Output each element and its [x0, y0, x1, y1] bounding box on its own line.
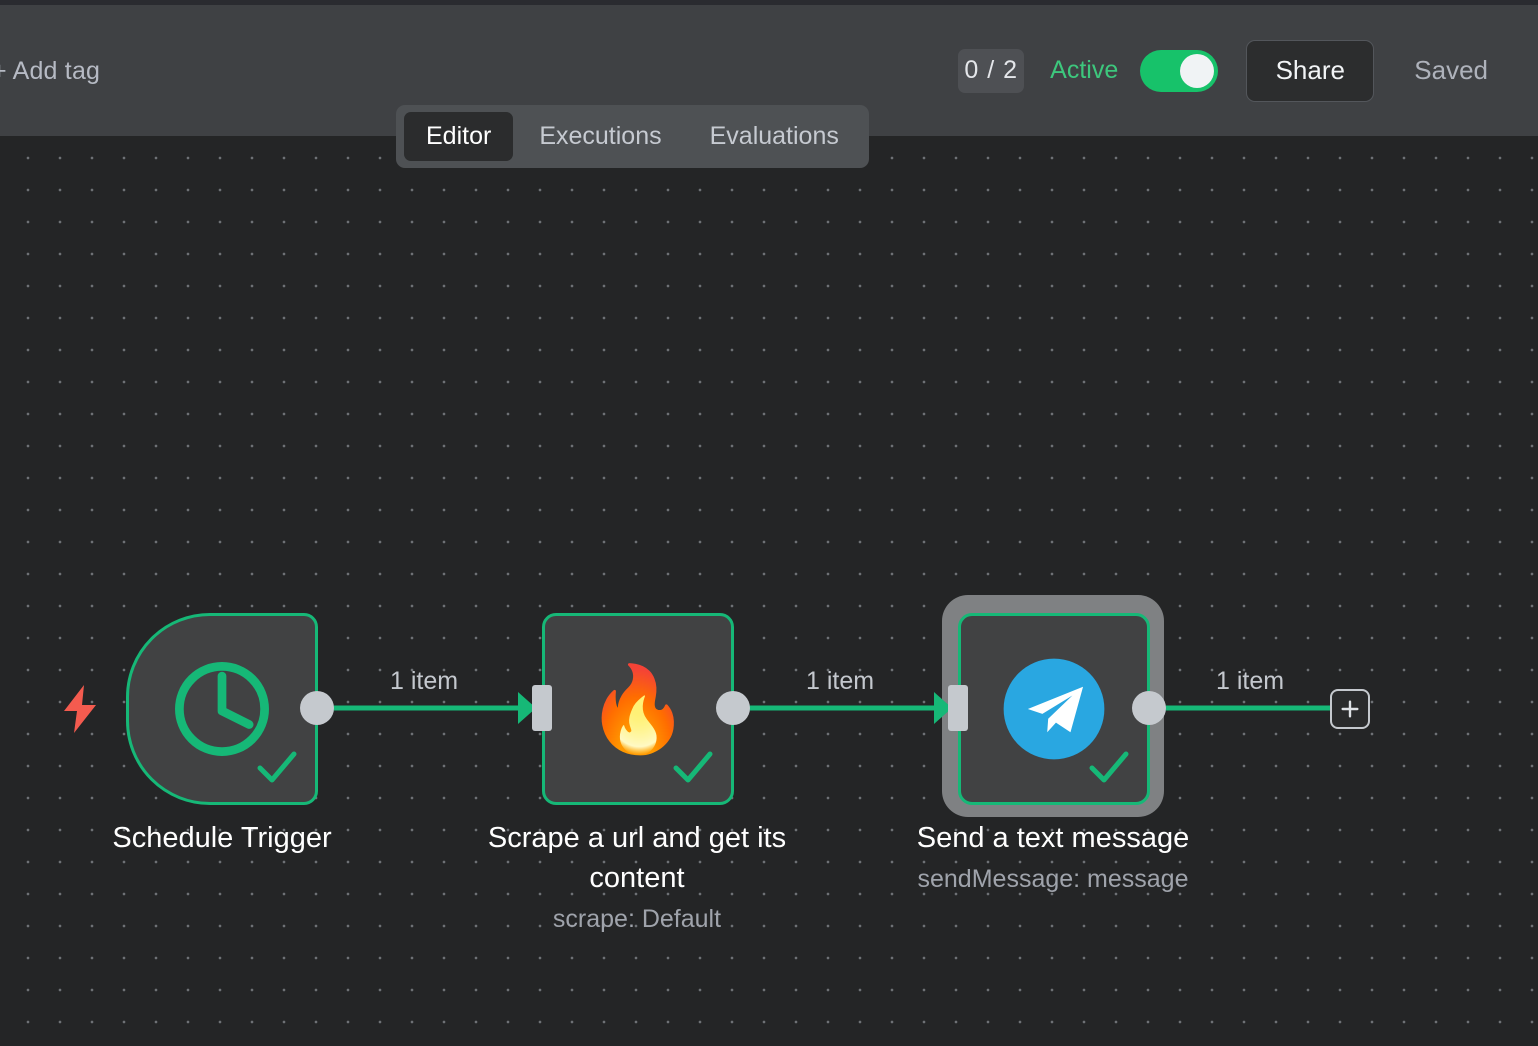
node-title-telegram: Send a text message [916, 822, 1190, 854]
tab-evaluations[interactable]: Evaluations [709, 122, 839, 150]
share-button[interactable]: Share [1246, 39, 1375, 102]
input-arrow-telegram [934, 692, 952, 724]
window-top-strip [0, 0, 1538, 5]
saved-status-label: Saved [1414, 55, 1488, 85]
input-connector-firecrawl[interactable] [532, 685, 552, 731]
fire-emoji-icon: 🔥 [585, 662, 691, 756]
success-check-icon [1089, 751, 1129, 783]
node-subtitle-firecrawl: scrape: Default [552, 905, 722, 933]
node-schedule-trigger[interactable] [126, 613, 318, 805]
active-status-label: Active [1050, 56, 1119, 84]
input-connector-telegram[interactable] [948, 685, 968, 731]
add-tag-button[interactable]: + Add tag [0, 57, 101, 85]
output-connector-firecrawl[interactable] [716, 691, 750, 725]
active-toggle[interactable] [1140, 49, 1219, 92]
tab-executions[interactable]: Executions [539, 122, 662, 150]
view-tabs: Editor Executions Evaluations [396, 105, 869, 168]
plus-icon [1341, 700, 1359, 718]
header-actions: 0 / 2 Active Share Saved [958, 5, 1538, 136]
output-connector-schedule-trigger[interactable] [300, 691, 334, 725]
input-arrow-firecrawl [518, 692, 536, 724]
node-telegram-send[interactable] [958, 613, 1150, 805]
output-connector-telegram[interactable] [1132, 691, 1166, 725]
lightning-bolt-icon [64, 685, 96, 733]
execution-count-badge: 0 / 2 [958, 48, 1025, 93]
tab-editor[interactable]: Editor [404, 112, 514, 161]
node-title-schedule-trigger: Schedule Trigger [112, 822, 332, 854]
clock-icon [175, 662, 269, 756]
success-check-icon [673, 751, 713, 783]
node-title-firecrawl: Scrape a url and get its content [487, 822, 787, 894]
connection-label-1: 1 item [390, 667, 459, 695]
connection-label-2: 1 item [806, 667, 875, 695]
active-toggle-knob [1180, 53, 1215, 88]
add-node-button[interactable] [1330, 689, 1370, 729]
node-subtitle-telegram: sendMessage: message [917, 865, 1189, 893]
connection-lines [332, 705, 1334, 711]
success-check-icon [257, 751, 297, 783]
workflow-canvas[interactable]: 🔥 1 item 1 item [0, 136, 1538, 1046]
telegram-icon [1003, 658, 1105, 760]
node-firecrawl-scrape[interactable]: 🔥 [542, 613, 734, 805]
connection-label-3: 1 item [1216, 667, 1285, 695]
